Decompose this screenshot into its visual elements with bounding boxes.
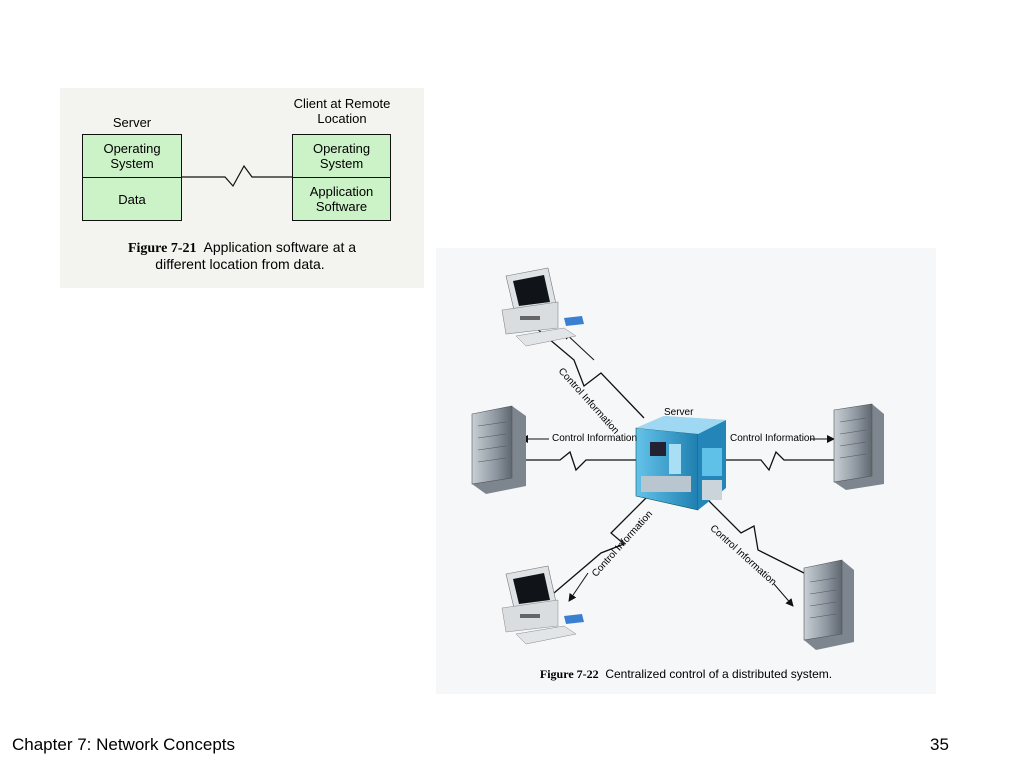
link-top-left xyxy=(535,327,645,419)
figure-7-22: Server Control Information Control Infor… xyxy=(436,248,936,694)
desktop-computer-icon-bottom xyxy=(501,565,584,645)
arrow-bottom-right xyxy=(773,583,794,607)
figure-7-21-caption-line2: different location from data. xyxy=(155,256,325,272)
figure-7-21-number: Figure 7-21 xyxy=(127,241,197,256)
network-diagram xyxy=(471,267,884,650)
footer-chapter-title: Chapter 7: Network Concepts xyxy=(12,735,235,754)
link-line xyxy=(182,164,292,188)
figure-7-21-caption-line1: Application software at a xyxy=(203,239,357,255)
client-app-box: Application Software xyxy=(292,177,391,221)
server-data-box: Data xyxy=(82,177,182,221)
figure-7-21-caption: Figure 7-21 Application software at a xyxy=(60,239,424,257)
figure-7-22-number: Figure 7-22 xyxy=(539,667,599,681)
server-label: Server xyxy=(664,407,694,418)
figure-7-21: Server Client at Remote Location Operati… xyxy=(60,88,424,288)
tower-server-icon-right xyxy=(833,403,884,490)
tower-server-icon-left xyxy=(471,405,526,494)
server-icon xyxy=(635,416,726,511)
link-right xyxy=(716,450,836,472)
link-label-left: Control Information xyxy=(552,433,638,444)
arrow-bottom-left xyxy=(568,572,589,602)
server-os-box: Operating System xyxy=(82,134,182,178)
footer-page-number: 35 xyxy=(930,735,949,754)
tower-server-icon-bottom-right xyxy=(803,559,854,650)
link-left xyxy=(521,450,646,472)
link-bottom-right xyxy=(705,497,805,574)
figure-7-22-caption: Figure 7-22 Centralized control of a dis… xyxy=(436,666,936,683)
client-header: Client at Remote Location xyxy=(293,96,391,126)
desktop-computer-icon-top xyxy=(501,267,584,347)
link-label-right: Control Information xyxy=(730,433,816,444)
server-header: Server xyxy=(112,115,152,130)
link-bottom-left xyxy=(553,497,647,594)
figure-7-22-caption-text: Centralized control of a distributed sys… xyxy=(605,667,833,681)
